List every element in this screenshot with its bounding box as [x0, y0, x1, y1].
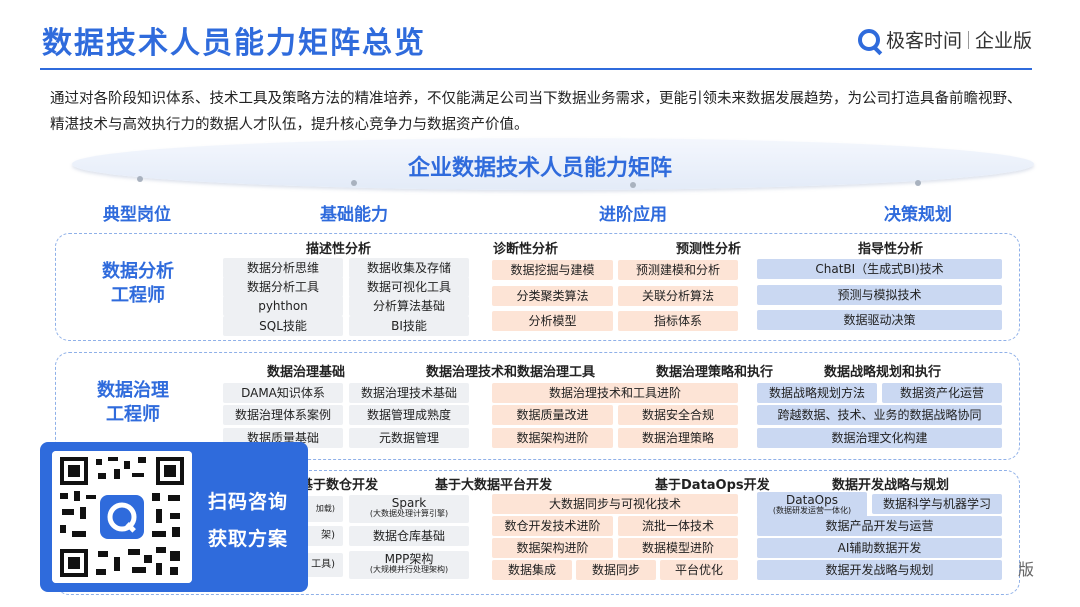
- role-data-analyst: 数据分析工程师: [102, 261, 174, 306]
- brand-logo: 极客时间 企业版: [857, 26, 1032, 53]
- banner-dot: [137, 176, 143, 182]
- section-governance: [55, 352, 1020, 460]
- column-header-advanced: 进阶应用: [599, 205, 667, 225]
- skill-cell: 数据治理技术基础: [349, 383, 469, 403]
- skill-cell: 数据治理文化构建: [757, 428, 1002, 448]
- skill-cell: 元数据管理: [349, 428, 469, 448]
- skill-cell: DAMA知识体系: [223, 383, 343, 403]
- watermark-text: 版: [1017, 560, 1034, 579]
- skill-cell: 数据仓库基础: [349, 526, 469, 546]
- intro-paragraph: 通过对各阶段知识体系、技术工具及策略方法的精准培养，不仅能满足公司当下数据业务需…: [50, 91, 1022, 133]
- subhead-dev-strategy: 数据开发战略与规划: [832, 478, 950, 493]
- skill-cell: 数据集成: [492, 560, 572, 580]
- skill-name: Spark: [391, 496, 427, 510]
- banner-dot: [915, 180, 921, 186]
- subhead-descriptive: 描述性分析: [306, 242, 372, 257]
- brand-sub: 企业版: [974, 30, 1032, 52]
- skill-cell: pyhthon: [223, 296, 343, 316]
- skill-cell: 分析算法基础: [349, 296, 469, 316]
- skill-cell: 数仓开发技术进阶: [492, 516, 613, 536]
- matrix-title: 企业数据技术人员能力矩阵: [407, 156, 672, 181]
- skill-cell: 分类聚类算法: [492, 286, 613, 306]
- header-divider: [40, 68, 1032, 70]
- skill-cell: 数据同步: [576, 560, 656, 580]
- skill-note: (大数据处理计算引擎): [369, 509, 449, 518]
- column-header-decision: 决策规划: [884, 205, 952, 225]
- skill-cell: 数据产品开发与运营: [757, 516, 1002, 536]
- subhead-dev-bigdata: 基于大数据平台开发: [435, 478, 553, 493]
- skill-cell: 数据治理体系案例: [223, 405, 343, 425]
- column-header-basic: 基础能力: [320, 205, 388, 225]
- section-analyst: [55, 233, 1020, 341]
- brand-name: 极客时间: [885, 30, 962, 52]
- qr-code[interactable]: [52, 451, 192, 583]
- skill-cell: 数据战略规划方法: [757, 383, 877, 403]
- skill-cell: 数据模型进阶: [618, 538, 738, 558]
- skill-cell: 数据分析工具: [223, 277, 343, 297]
- banner-dot: [630, 182, 636, 188]
- subhead-gov-strategy: 数据治理策略和执行: [656, 365, 774, 380]
- skill-cell: SQL技能: [223, 316, 343, 336]
- column-header-role: 典型岗位: [103, 205, 171, 225]
- skill-cell: BI技能: [349, 316, 469, 336]
- skill-cell: 指标体系: [618, 311, 738, 331]
- skill-cell: AI辅助数据开发: [757, 538, 1002, 558]
- subhead-predictive: 预测性分析: [676, 242, 742, 257]
- skill-note: (数据研发运营一体化): [772, 506, 852, 515]
- skill-cell: 数据分析思维: [223, 258, 343, 278]
- skill-cell-text: 工具): [311, 559, 335, 570]
- skill-cell: 数据安全合规: [618, 405, 738, 425]
- skill-cell: 流批一体技术: [618, 516, 738, 536]
- skill-cell: 平台优化: [660, 560, 738, 580]
- subhead-gov-planning: 数据战略规划和执行: [824, 365, 942, 380]
- skill-cell: 分析模型: [492, 311, 613, 331]
- skill-cell: 预测与模拟技术: [757, 285, 1002, 305]
- subhead-dev-dw: 基于数仓开发: [300, 478, 379, 493]
- skill-cell: 数据治理策略: [618, 428, 738, 448]
- subhead-gov-tools: 数据治理技术和数据治理工具: [426, 365, 596, 380]
- matrix-banner: [72, 138, 1034, 190]
- skill-cell: ChatBI（生成式BI)技术: [757, 259, 1002, 279]
- skill-cell: 数据架构进阶: [492, 428, 613, 448]
- skill-name: DataOps: [786, 493, 838, 507]
- subhead-dev-dataops: 基于DataOps开发: [655, 478, 770, 493]
- skill-name: MPP架构: [384, 552, 434, 566]
- banner-dot: [351, 180, 357, 186]
- subhead-diagnostic: 诊断性分析: [493, 242, 559, 257]
- skill-cell: 数据资产化运营: [882, 383, 1002, 403]
- subhead-prescriptive: 指导性分析: [858, 242, 924, 257]
- skill-cell: 数据开发战略与规划: [757, 560, 1002, 580]
- skill-note: (大规模并行处理架构): [369, 565, 449, 574]
- skill-cell: 数据可视化工具: [349, 277, 469, 297]
- skill-cell-text: 加载): [315, 504, 335, 513]
- skill-cell: 数据驱动决策: [757, 310, 1002, 330]
- brand-divider: [967, 30, 969, 49]
- skill-cell: 数据架构进阶: [492, 538, 613, 558]
- skill-cell: 预测建模和分析: [618, 260, 738, 280]
- skill-cell: 数据管理成熟度: [349, 405, 469, 425]
- geektime-logo-icon: [857, 28, 880, 51]
- qr-consult-card[interactable]: 扫码咨询 获取方案: [40, 442, 308, 592]
- skill-cell: DataOps (数据研发运营一体化): [757, 492, 867, 518]
- skill-cell: 数据质量改进: [492, 405, 613, 425]
- skill-cell: 数据治理技术和工具进阶: [492, 383, 738, 403]
- page-title: 数据技术人员能力矩阵总览: [42, 26, 426, 61]
- qr-code-graphic: [52, 451, 192, 583]
- qr-cta-line2: 获取方案: [208, 528, 289, 550]
- skill-cell-text: 架): [321, 530, 335, 541]
- skill-cell: 数据挖掘与建模: [492, 260, 613, 280]
- role-data-governance: 数据治理工程师: [97, 380, 169, 425]
- skill-cell: Spark (大数据处理计算引擎): [349, 495, 469, 523]
- skill-cell: 大数据同步与可视化技术: [492, 494, 738, 514]
- subhead-gov-basic: 数据治理基础: [267, 365, 346, 380]
- skill-cell: 关联分析算法: [618, 286, 738, 306]
- skill-cell: 数据科学与机器学习: [872, 494, 1002, 514]
- skill-cell: MPP架构 (大规模并行处理架构): [349, 551, 469, 579]
- skill-cell: 数据收集及存储: [349, 258, 469, 278]
- skill-cell: 跨越数据、技术、业务的数据战略协同: [757, 405, 1002, 425]
- qr-cta-line1: 扫码咨询: [208, 491, 289, 513]
